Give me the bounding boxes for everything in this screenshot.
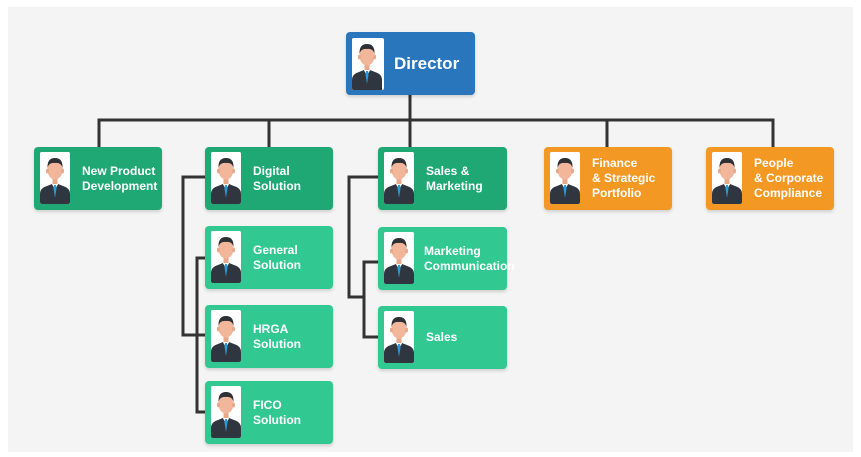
director-node[interactable]: Director bbox=[346, 32, 475, 95]
person-icon bbox=[550, 152, 580, 204]
department-label: Sales & Marketing bbox=[426, 163, 483, 193]
person-icon bbox=[712, 152, 742, 204]
unit-general-solution[interactable]: General Solution bbox=[205, 226, 333, 289]
person-icon bbox=[352, 38, 384, 90]
person-icon bbox=[211, 386, 241, 438]
connector-sales-inner-bracket bbox=[362, 260, 380, 339]
person-icon bbox=[211, 231, 241, 283]
unit-label: HRGA Solution bbox=[253, 321, 301, 351]
connector-sales-bracket bbox=[347, 175, 380, 299]
connector-digital-bracket bbox=[181, 175, 207, 337]
unit-hrga-solution[interactable]: HRGA Solution bbox=[205, 305, 333, 368]
department-label: People & Corporate Compliance bbox=[754, 156, 824, 200]
connector-digital-inner-bracket bbox=[195, 256, 207, 414]
unit-label: Sales bbox=[426, 330, 458, 344]
department-finance-strategic-portfolio[interactable]: Finance & Strategic Portfolio bbox=[544, 147, 672, 210]
unit-label: FICO Solution bbox=[253, 397, 301, 427]
unit-label: Marketing Communication bbox=[424, 243, 515, 273]
person-icon bbox=[211, 310, 241, 362]
department-label: New Product Development bbox=[82, 163, 158, 193]
department-label: Digital Solution bbox=[253, 163, 301, 193]
department-digital-solution[interactable]: Digital Solution bbox=[205, 147, 333, 210]
unit-label: General Solution bbox=[253, 242, 301, 272]
department-label: Finance & Strategic Portfolio bbox=[592, 156, 656, 200]
person-icon bbox=[384, 232, 414, 284]
unit-fico-solution[interactable]: FICO Solution bbox=[205, 381, 333, 444]
unit-marketing-communication[interactable]: Marketing Communication bbox=[378, 227, 515, 290]
department-new-product-development[interactable]: New Product Development bbox=[34, 147, 162, 210]
unit-sales[interactable]: Sales bbox=[378, 306, 507, 369]
person-icon bbox=[384, 152, 414, 204]
person-icon bbox=[40, 152, 70, 204]
director-label: Director bbox=[394, 53, 460, 73]
person-icon bbox=[384, 311, 414, 363]
department-people-corporate-compliance[interactable]: People & Corporate Compliance bbox=[706, 147, 834, 210]
department-sales-marketing[interactable]: Sales & Marketing bbox=[378, 147, 507, 210]
person-icon bbox=[211, 152, 241, 204]
